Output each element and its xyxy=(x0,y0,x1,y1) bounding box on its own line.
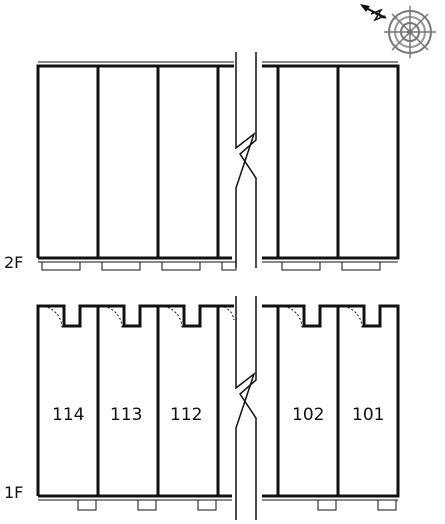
unit-label-101: 101 xyxy=(352,405,384,425)
compass-rose-icon xyxy=(384,6,436,58)
first-floor-label: 1F xyxy=(4,483,23,502)
unit-label-114: 114 xyxy=(52,405,84,425)
unit-label-102: 102 xyxy=(292,405,324,425)
second-floor-label: 2F xyxy=(4,253,23,272)
first-floor-block xyxy=(36,296,400,520)
north-arrow-icon xyxy=(360,4,387,22)
unit-label-112: 112 xyxy=(170,405,202,425)
second-floor-block xyxy=(36,52,400,271)
unit-label-113: 113 xyxy=(110,405,142,425)
